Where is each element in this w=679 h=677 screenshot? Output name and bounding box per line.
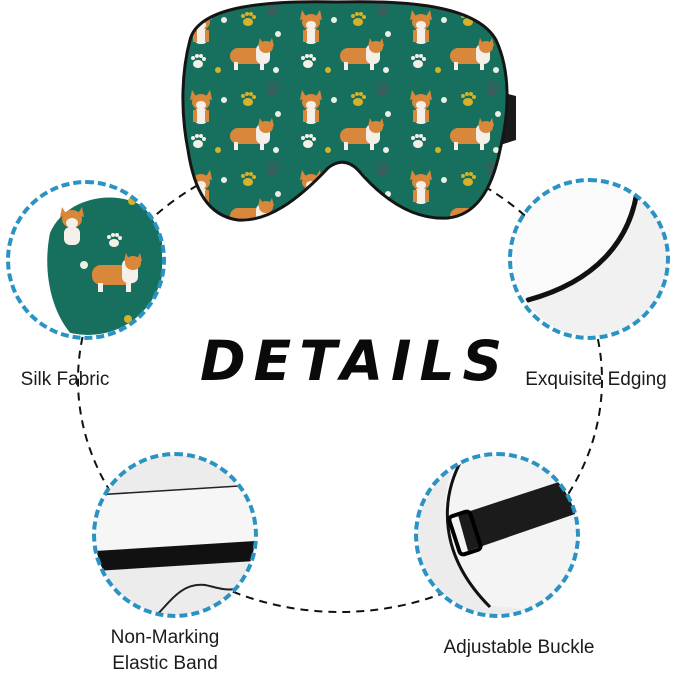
feature-label: Adjustable Buckle [443,637,595,658]
feature-label-line: Elastic Band [112,653,218,674]
sleep-mask-image [181,0,516,222]
silk-fabric-dashed-frame [6,180,166,340]
feature-label: Non-Marking Elastic Band [90,625,240,677]
feature-label: Silk Fabric [20,369,110,390]
elastic-band-dashed-frame [92,452,258,618]
adjustable-buckle-dashed-frame [414,452,580,618]
page-title: DETAILS [200,329,511,393]
feature-label: Exquisite Edging [525,369,667,390]
feature-label-line: Non-Marking [110,627,220,648]
exquisite-edging-dashed-frame [508,178,670,340]
